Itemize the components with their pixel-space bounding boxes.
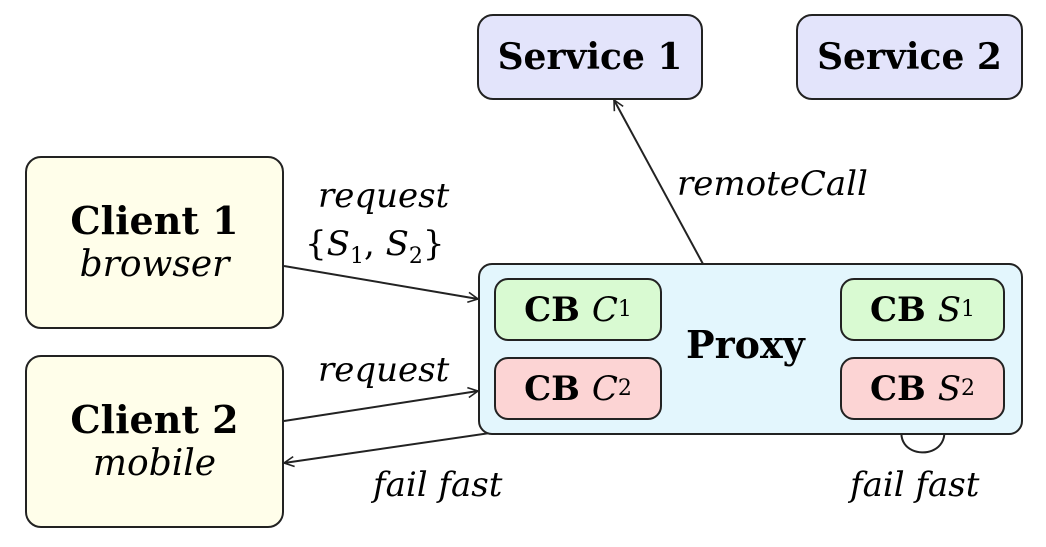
edge-remote-call [613, 100, 704, 265]
set-separator: , [363, 224, 386, 264]
cb-s1-prefix: CB [869, 289, 926, 330]
cb-c2-prefix: CB [524, 368, 580, 409]
client-2-title: Client 2 [70, 396, 239, 442]
client-2-node: Client 2 mobile [25, 355, 284, 528]
client-1-node: Client 1 browser [25, 156, 284, 329]
request-1-label: request [318, 176, 450, 216]
cb-c1-var: C [591, 289, 618, 330]
client-1-subtitle: browser [79, 243, 230, 285]
cb-s2-var: S [937, 368, 962, 409]
set-s2-var: S [385, 224, 409, 264]
service-2-label: Service 2 [817, 36, 1002, 78]
edge-request-client1 [283, 265, 478, 299]
cb-s2-prefix: CB [869, 368, 926, 409]
fail-fast-client-label: fail fast [373, 465, 503, 505]
cb-c2-var: C [591, 368, 618, 409]
service-1-label: Service 1 [497, 36, 683, 78]
cb-s2-index: 2 [961, 376, 976, 401]
set-open-brace: { [305, 224, 327, 264]
fail-fast-loop-label: fail fast [850, 465, 980, 505]
set-close-brace: } [422, 224, 445, 264]
client-1-title: Client 1 [70, 197, 239, 243]
cb-c2-index: 2 [617, 376, 632, 401]
cb-s1-var: S [937, 289, 962, 330]
proxy-label: Proxy [686, 322, 805, 367]
set-s2-index: 2 [408, 243, 423, 269]
service-2-node: Service 2 [796, 14, 1023, 100]
client-2-subtitle: mobile [92, 442, 217, 484]
cb-s1-index: 1 [961, 297, 976, 322]
request-1-service-set: {S1, S2} [305, 224, 445, 269]
edge-request-client2 [283, 391, 478, 422]
cb-c1-prefix: CB [524, 289, 580, 330]
remote-call-label: remoteCall [677, 164, 868, 204]
set-s1-var: S [326, 224, 350, 264]
service-1-node: Service 1 [477, 14, 703, 100]
request-2-label: request [318, 350, 450, 390]
set-s1-index: 1 [349, 243, 364, 269]
cb-c1-index: 1 [617, 297, 632, 322]
